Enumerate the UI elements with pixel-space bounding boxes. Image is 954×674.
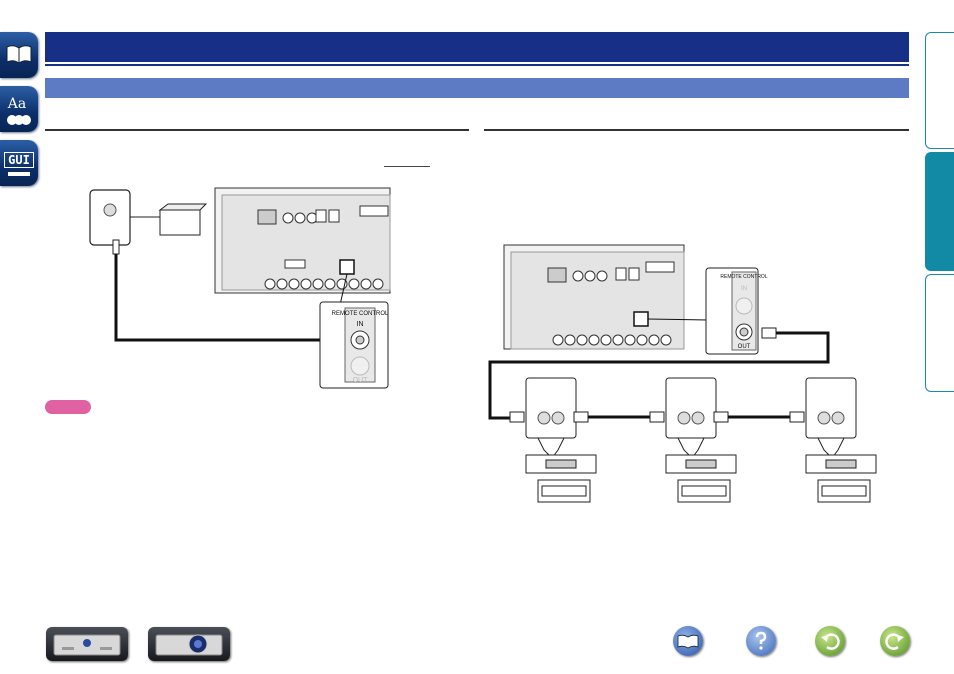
right-column-rule [484, 129, 909, 131]
note-badge [45, 400, 91, 414]
abc-icon [7, 115, 31, 125]
cable-left [114, 254, 322, 342]
amplifier-front-icon [53, 634, 121, 656]
out-label-right: OUT [738, 344, 751, 350]
remote-control-label-right: REMOTE CONTROL [720, 274, 767, 280]
plug-top [112, 239, 120, 255]
remote-device [159, 209, 201, 236]
question-icon [755, 631, 767, 650]
back-button[interactable] [815, 626, 845, 656]
in-label-right: IN [741, 286, 747, 292]
side-tab-contents[interactable] [0, 32, 38, 78]
book-icon [677, 634, 699, 649]
right-tab-1[interactable] [925, 32, 954, 149]
side-tab-gui[interactable]: GUI [0, 140, 38, 186]
forward-arrow-icon [885, 633, 904, 650]
out-label: OUT [353, 377, 369, 384]
help-button[interactable] [746, 626, 776, 656]
left-column-rule [45, 129, 469, 131]
right-connection-diagram: REMOTE CONTROL IN OUT [488, 244, 877, 503]
terminal-row-right [552, 334, 672, 346]
cable-right [488, 331, 830, 420]
ir-receiver-unit-2 [649, 377, 737, 503]
left-connection-diagram: REMOTE CONTROL IN OUT [89, 187, 391, 389]
ir-receiver-unit-3 [789, 377, 877, 503]
title-rule [45, 64, 909, 66]
ir-sensor-icon [103, 203, 117, 217]
remote-port-highlight [339, 259, 355, 275]
gui-icon [8, 172, 30, 176]
right-tab-2[interactable] [925, 152, 954, 271]
rs232-port [284, 259, 306, 269]
page-title-bar [45, 32, 909, 62]
gui-tab-label: GUI [4, 152, 34, 168]
remote-control-label: REMOTE CONTROL [332, 311, 389, 317]
terminal-row [264, 278, 384, 290]
back-arrow-icon [821, 633, 840, 650]
right-tab-3[interactable] [925, 274, 954, 392]
reference-underline [384, 166, 430, 167]
amplifier-rear-icon [155, 634, 223, 656]
front-panel-button[interactable] [46, 627, 128, 661]
forward-button[interactable] [880, 626, 910, 656]
index-tab-label: Aa [7, 96, 27, 112]
book-icon [6, 45, 32, 64]
ir-receiver-unit-1 [509, 377, 597, 503]
lan-port [257, 209, 277, 225]
contents-button[interactable] [673, 626, 703, 656]
section-bar [45, 78, 909, 98]
in-label: IN [357, 321, 364, 328]
rear-panel-button[interactable] [148, 627, 230, 661]
ir-receiver [89, 189, 131, 246]
side-tab-index[interactable]: Aa [0, 86, 38, 132]
